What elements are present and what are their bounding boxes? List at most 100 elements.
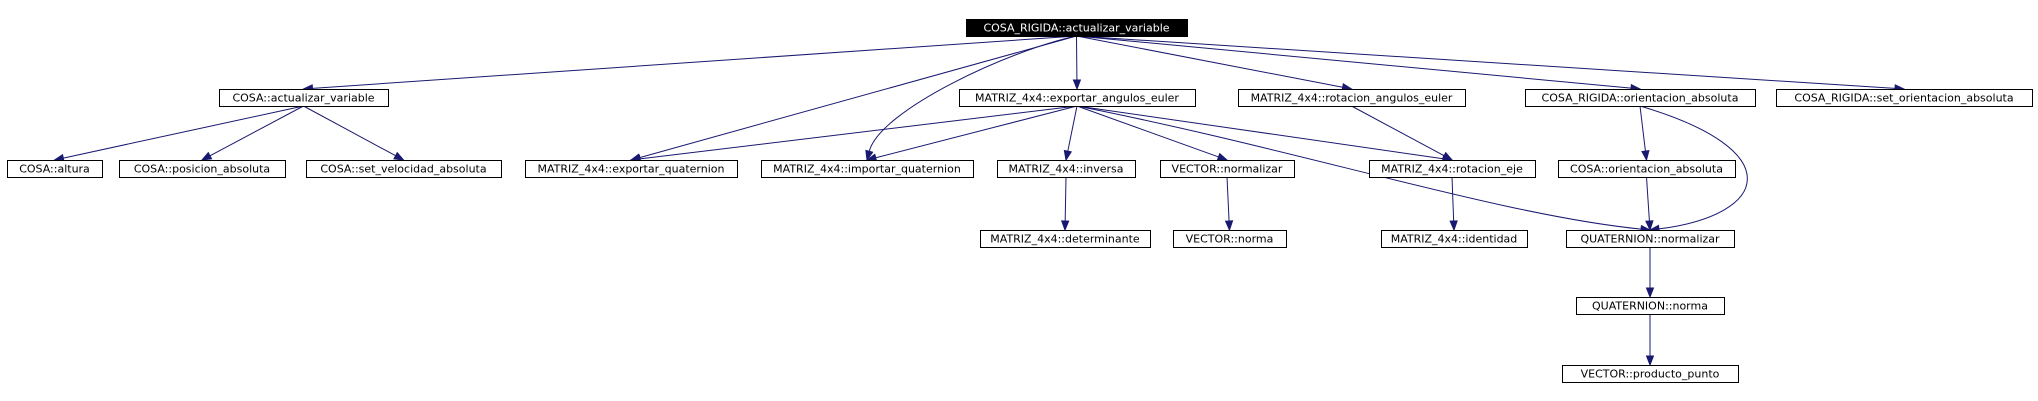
edge-root-to-cr-set-orient	[1076, 35, 1906, 93]
node-exp-euler[interactable]: MATRIZ_4x4::exportar_angulos_euler	[959, 89, 1196, 107]
edge-line	[209, 105, 304, 157]
edge-exp-euler-to-imp-quat	[865, 105, 1078, 162]
edge-arrowhead	[1645, 220, 1654, 232]
node-set-vel[interactable]: COSA::set_velocidad_absoluta	[306, 160, 502, 178]
node-label: QUATERNION::normalizar	[1580, 233, 1720, 246]
node-identidad[interactable]: MATRIZ_4x4::identidad	[1381, 230, 1528, 248]
node-label: MATRIZ_4x4::exportar_angulos_euler	[975, 92, 1179, 105]
edge-arrowhead	[1645, 287, 1655, 299]
node-box	[997, 160, 1136, 178]
edge-exp-euler-to-inversa	[1063, 105, 1078, 162]
edge-arrowhead	[1224, 220, 1234, 232]
node-label: MATRIZ_4x4::determinante	[990, 233, 1140, 246]
node-imp-quat[interactable]: MATRIZ_4x4::importar_quaternion	[761, 160, 974, 178]
edge-root-to-exp-euler	[1072, 35, 1082, 91]
edge-arrowhead	[1645, 355, 1655, 367]
node-box	[761, 160, 974, 178]
edges-layer	[53, 35, 1906, 367]
edge-line	[639, 105, 1078, 160]
edge-line	[1639, 105, 1748, 230]
node-box	[1238, 89, 1466, 107]
edge-line	[1076, 35, 1896, 89]
edge-arrowhead	[865, 149, 874, 162]
node-vnorma[interactable]: VECTOR::norma	[1173, 230, 1287, 248]
edge-exp-euler-to-exp-quat	[629, 105, 1078, 164]
node-label: VECTOR::producto_punto	[1581, 368, 1720, 381]
node-determ[interactable]: MATRIZ_4x4::determinante	[980, 230, 1151, 248]
node-box	[1160, 160, 1295, 178]
node-prod-punto[interactable]: VECTOR::producto_punto	[1562, 365, 1739, 383]
edge-line	[1076, 105, 1444, 160]
node-cr-set-orient[interactable]: COSA_RIGIDA::set_orientacion_absoluta	[1776, 89, 2033, 107]
node-label: MATRIZ_4x4::inversa	[1008, 163, 1123, 176]
node-box	[980, 230, 1151, 248]
edge-arrowhead	[393, 151, 405, 161]
edge-line	[1076, 105, 1219, 158]
edge-cr-orient-to-cosa-orient	[1639, 105, 1650, 162]
node-label: COSA_RIGIDA::actualizar_variable	[983, 22, 1169, 35]
node-label: QUATERNION::norma	[1592, 300, 1708, 313]
node-label: COSA_RIGIDA::set_orientacion_absoluta	[1794, 92, 2013, 105]
node-box	[1558, 160, 1736, 178]
node-box	[1173, 230, 1287, 248]
edge-arrowhead	[1641, 150, 1650, 162]
edge-arrowhead	[1441, 151, 1454, 161]
edge-line	[875, 105, 1078, 159]
edge-exp-euler-to-rot-eje	[1076, 105, 1454, 163]
edge-line	[1639, 105, 1646, 152]
node-box	[1776, 89, 2033, 107]
edge-line	[1076, 35, 1632, 89]
node-label: MATRIZ_4x4::importar_quaternion	[773, 163, 961, 176]
node-inversa[interactable]: MATRIZ_4x4::inversa	[997, 160, 1136, 178]
edge-rot-euler-to-rot-eje	[1351, 105, 1454, 161]
node-cosa-act[interactable]: COSA::actualizar_variable	[219, 89, 389, 107]
edge-line	[312, 35, 1077, 89]
node-label: COSA::set_velocidad_absoluta	[320, 163, 486, 176]
edge-root-to-imp-quat	[865, 35, 1077, 162]
edge-cosa-act-to-pos-abs	[200, 105, 304, 161]
node-rot-euler[interactable]: MATRIZ_4x4::rotacion_angulos_euler	[1238, 89, 1466, 107]
edge-line	[303, 105, 396, 157]
edge-q-norm-to-q-norma	[1645, 247, 1655, 299]
node-cr-orient[interactable]: COSA_RIGIDA::orientacion_absoluta	[1525, 89, 1756, 107]
edge-line	[1451, 176, 1455, 222]
edge-arrowhead	[1216, 152, 1229, 161]
node-label: COSA::altura	[19, 163, 90, 176]
node-box	[966, 19, 1188, 37]
node-cosa-orient[interactable]: COSA::orientacion_absoluta	[1558, 160, 1736, 178]
edge-root-to-rot-euler	[1076, 35, 1353, 92]
edge-line	[1226, 176, 1230, 222]
node-root[interactable]: COSA_RIGIDA::actualizar_variable	[966, 19, 1188, 37]
node-box	[1566, 230, 1735, 248]
edge-arrowhead	[1063, 149, 1073, 162]
node-label: MATRIZ_4x4::rotacion_eje	[1381, 163, 1523, 176]
node-label: MATRIZ_4x4::identidad	[1391, 233, 1518, 246]
edge-vec-norm-to-vnorma	[1224, 176, 1234, 232]
edge-line	[1076, 105, 1642, 230]
edge-line	[1067, 105, 1078, 152]
node-box	[959, 89, 1196, 107]
node-q-norma[interactable]: QUATERNION::norma	[1576, 297, 1725, 315]
node-pos-abs[interactable]: COSA::posicion_absoluta	[119, 160, 286, 178]
node-exp-quat[interactable]: MATRIZ_4x4::exportar_quaternion	[525, 160, 738, 178]
node-vec-norm[interactable]: VECTOR::normalizar	[1160, 160, 1295, 178]
edge-root-to-cosa-act	[302, 35, 1077, 93]
edge-line	[1076, 35, 1343, 88]
edge-cosa-act-to-set-vel	[303, 105, 405, 161]
edge-arrowhead	[1449, 220, 1458, 232]
node-box	[1525, 89, 1756, 107]
node-label: COSA_RIGIDA::orientacion_absoluta	[1542, 92, 1739, 105]
node-label: COSA::actualizar_variable	[232, 92, 374, 105]
node-q-norm[interactable]: QUATERNION::normalizar	[1566, 230, 1735, 248]
node-label: MATRIZ_4x4::rotacion_angulos_euler	[1251, 92, 1453, 105]
node-altura[interactable]: COSA::altura	[7, 160, 103, 178]
edge-inversa-to-determ	[1060, 176, 1070, 232]
edge-line	[1064, 176, 1067, 222]
node-box	[306, 160, 502, 178]
edge-arrowhead	[200, 151, 213, 161]
edge-line	[1351, 105, 1445, 157]
node-box	[219, 89, 389, 107]
node-label: VECTOR::norma	[1186, 233, 1274, 246]
node-rot-eje[interactable]: MATRIZ_4x4::rotacion_eje	[1369, 160, 1536, 178]
